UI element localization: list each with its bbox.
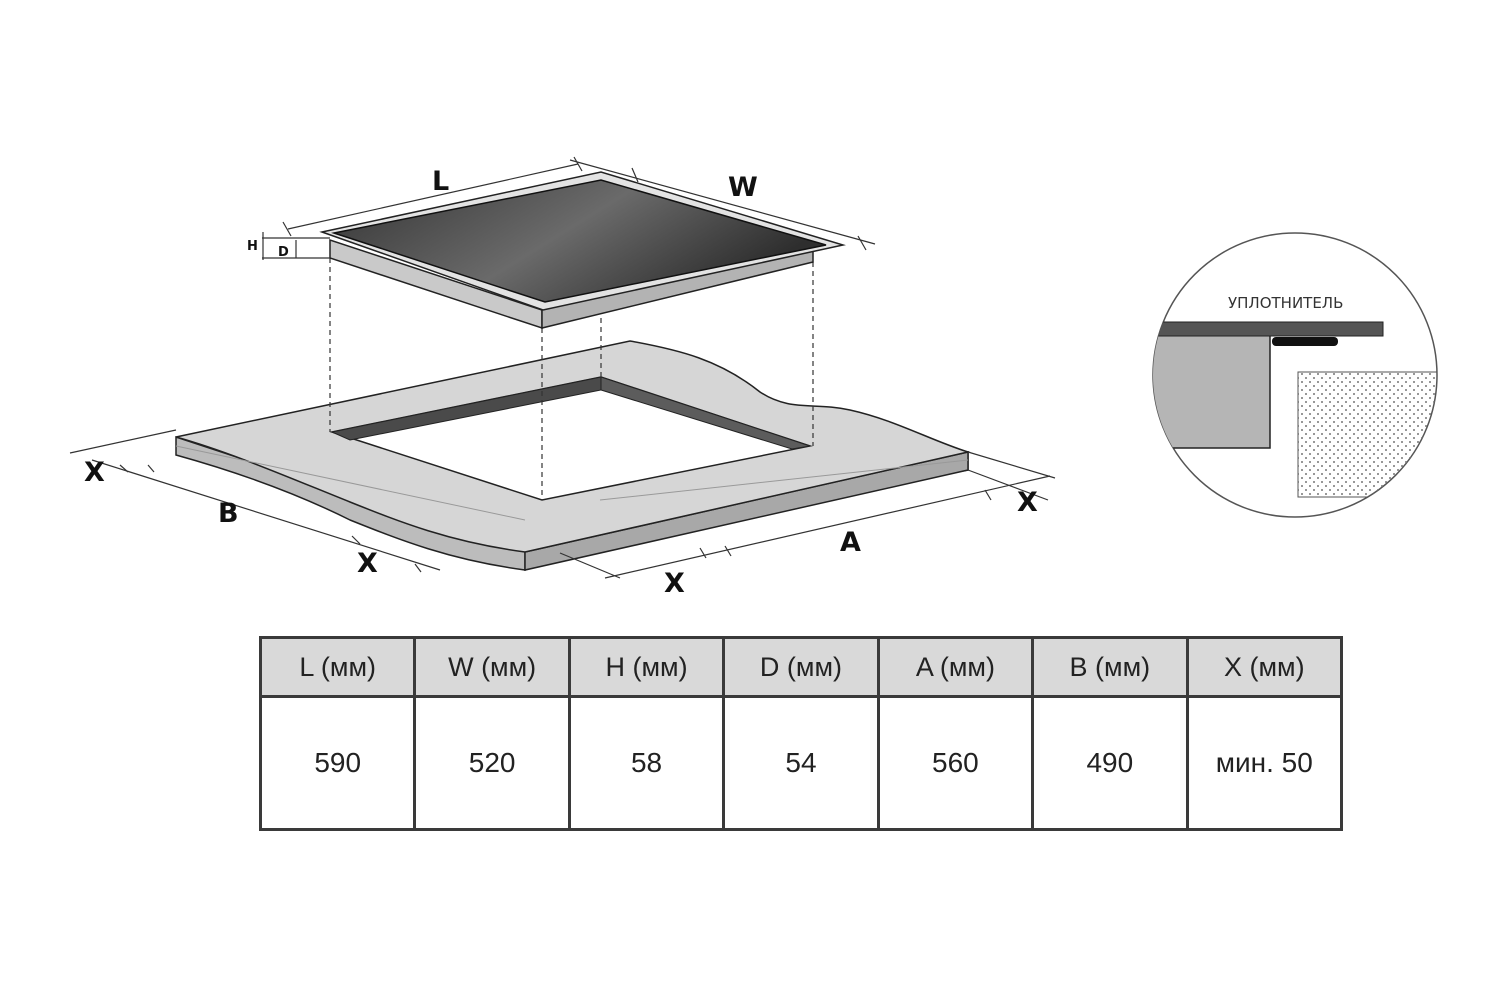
header-X: X (мм): [1185, 636, 1344, 698]
header-B: B (мм): [1031, 636, 1189, 698]
label-X-bottom-left: X: [357, 548, 378, 579]
label-X-left: X: [84, 457, 105, 488]
value-A: 560: [876, 695, 1035, 831]
dimensions-table: L (мм) W (мм) H (мм) D (мм) A (мм) B (мм…: [258, 636, 1344, 831]
value-D: 54: [722, 695, 880, 831]
value-L: 590: [258, 695, 417, 831]
label-L: L: [432, 166, 449, 197]
value-B: 490: [1031, 695, 1189, 831]
label-H: H: [247, 239, 258, 254]
header-A: A (мм): [876, 636, 1035, 698]
header-L: L (мм): [258, 636, 417, 698]
value-W: 520: [413, 695, 571, 831]
header-D: D (мм): [722, 636, 880, 698]
dimension-lines: [69, 156, 1056, 579]
value-X: мин. 50: [1185, 695, 1344, 831]
label-X-bottom: X: [664, 568, 685, 599]
seal-label: УПЛОТНИТЕЛЬ: [1228, 294, 1343, 312]
table-row: 590 520 58 54 560 490 мин. 50: [258, 695, 1344, 831]
header-H: H (мм): [567, 636, 726, 698]
hob: [319, 171, 846, 330]
header-W: W (мм): [413, 636, 571, 698]
label-X-right: X: [1017, 487, 1038, 518]
value-H: 58: [567, 695, 726, 831]
label-A: A: [840, 527, 861, 558]
label-D: D: [278, 245, 289, 260]
installation-diagram: L W H D X B X X A X УПЛОТНИТЕЛЬ: [69, 156, 1438, 599]
seal-detail: УПЛОТНИТЕЛЬ: [1152, 232, 1438, 518]
label-B: B: [218, 498, 239, 529]
label-W: W: [728, 172, 758, 203]
countertop: [175, 340, 971, 571]
table-header-row: L (мм) W (мм) H (мм) D (мм) A (мм) B (мм…: [258, 636, 1344, 698]
projection-lines: [329, 258, 814, 500]
